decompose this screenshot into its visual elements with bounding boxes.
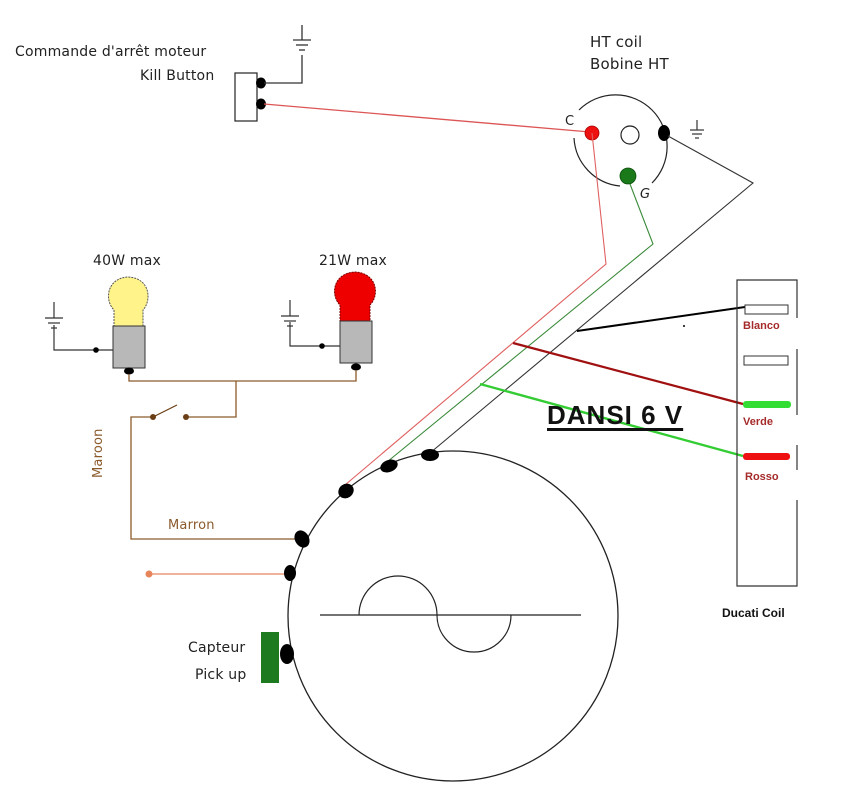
ducati-terminal-blanco-label: Blanco: [743, 320, 780, 332]
bulb-21w: [334, 271, 376, 371]
junction-dot: [319, 343, 325, 349]
bulb-40w-contact: [124, 367, 134, 375]
ground-icon: [690, 120, 704, 139]
black-wire-ground-to-generator: [429, 135, 754, 454]
ducati-coil: [736, 279, 798, 587]
switch-lever: [152, 404, 178, 418]
ducati-terminal-verde-label: Verde: [743, 416, 773, 428]
generator-terminal-green: [380, 459, 398, 473]
bulb-21w-contact: [351, 363, 361, 371]
ht-coil-outline: [578, 94, 668, 184]
kill-button-body: [234, 72, 258, 122]
generator-terminal-brown: [294, 530, 310, 548]
ht-coil-center-hole: [620, 125, 640, 145]
generator-terminal-orange: [284, 565, 296, 581]
ducati-terminal-rosso-label: Rosso: [745, 471, 779, 483]
pickup-sensor: [261, 632, 279, 683]
bulb-21w-label: 21W max: [319, 253, 388, 269]
green-wire-to-rosso: [479, 382, 744, 458]
ducati-coil-outline: [736, 279, 798, 587]
generator-outline: [287, 450, 619, 782]
bulb-40w-ground-wire: [53, 325, 113, 351]
ht-coil-terminal-ground: [658, 125, 670, 141]
kill-button-label-fr: Commande d'arrêt moteur: [15, 44, 207, 60]
red-wire-c-to-generator: [344, 132, 607, 486]
kill-button: [234, 72, 266, 122]
ground-icon: [293, 25, 311, 51]
bulb-40w-label: 40W max: [93, 253, 162, 269]
generator: [280, 449, 619, 782]
junction-dot: [93, 347, 99, 353]
ht-coil-terminal-g-label: G: [640, 187, 651, 202]
kill-to-coil-red-wire: [263, 103, 591, 133]
orange-wire-end: [145, 570, 153, 578]
ducati-terminal-blanco: [744, 304, 789, 315]
ducati-terminal-rosso: [743, 453, 790, 460]
ducati-terminal-spare: [743, 355, 789, 366]
ht-coil-outline-lower: [573, 137, 621, 187]
brown-lighting-wires: [128, 370, 357, 540]
bulb-40w-glass: [108, 276, 149, 328]
bulb-21w-base: [339, 320, 373, 364]
bulb-21w-glass: [334, 271, 376, 323]
generator-lower-arc: [436, 614, 512, 653]
generator-terminal-red: [338, 483, 354, 499]
diagram-title: DANSI 6 V: [547, 400, 684, 430]
ht-coil-label-fr: Bobine HT: [590, 55, 669, 73]
generator-upper-arc: [358, 575, 438, 616]
ground-icon: [281, 300, 299, 327]
generator-terminal-pickup: [280, 644, 294, 664]
pickup-label-en: Pick up: [195, 667, 247, 683]
switch-contact-right: [183, 414, 189, 420]
ducati-terminal-verde: [743, 401, 791, 408]
black-wire-to-blanco: [576, 306, 746, 332]
ht-coil-label-en: HT coil: [590, 33, 643, 51]
pickup-label-fr: Capteur: [188, 640, 246, 656]
kill-button-label-en: Kill Button: [140, 68, 215, 84]
bulb-21w-ground-wire: [289, 322, 340, 347]
kill-button-terminal-bottom: [256, 98, 266, 110]
bulb-40w: [108, 276, 149, 375]
ducati-coil-title: Ducati Coil: [722, 606, 785, 620]
dark-red-wire-to-verde: [512, 341, 744, 406]
ground-icon: [45, 302, 63, 329]
maroon-wire-label: Maroon: [91, 428, 106, 478]
green-wire-g-to-generator: [386, 183, 654, 463]
kill-button-terminal-top: [256, 77, 266, 89]
light-switch[interactable]: [150, 404, 189, 420]
ht-coil-terminal-c-label: C: [565, 114, 575, 129]
marron-wire-label: Marron: [168, 518, 215, 533]
stray-dot: [683, 325, 685, 327]
generator-terminal-black: [421, 449, 439, 461]
bulb-40w-base: [112, 325, 146, 369]
kill-ground-wire: [264, 55, 303, 84]
ht-coil: [573, 94, 670, 187]
ht-coil-terminal-g: [619, 167, 637, 185]
